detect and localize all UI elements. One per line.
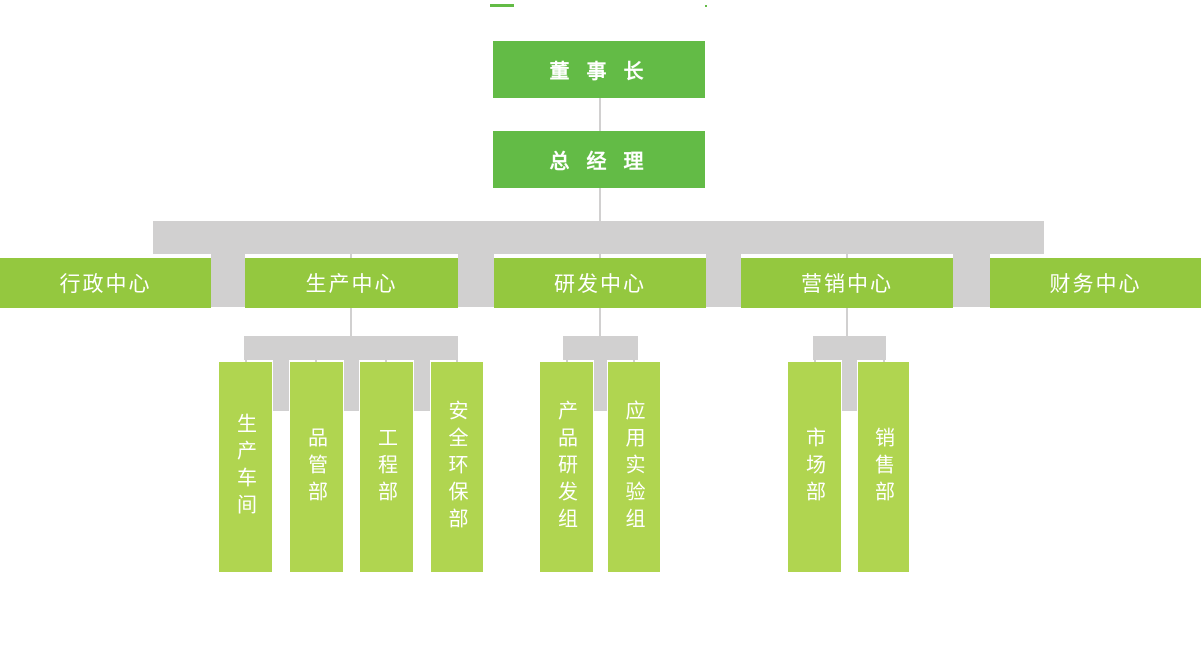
connector-gap-fill xyxy=(594,336,607,411)
rnd-center-label: 研发中心 xyxy=(554,272,646,296)
org-box-general-manager: 总 经 理 xyxy=(493,131,705,188)
org-box-finance-center: 财务中心 xyxy=(990,258,1201,308)
connector-tick xyxy=(385,360,387,363)
org-box-production-workshop: 生产车间 xyxy=(219,362,272,572)
connector-gap-fill xyxy=(953,221,990,307)
finance-center-label: 财务中心 xyxy=(1049,272,1142,296)
general-manager-label: 总 经 理 xyxy=(549,149,649,173)
org-box-market-dept: 市场部 xyxy=(788,362,841,572)
connector-gap-fill xyxy=(414,336,430,411)
connector-tick xyxy=(566,360,568,363)
production-center-label: 生产中心 xyxy=(305,272,398,296)
market-dept-label: 市场部 xyxy=(802,426,827,508)
connector-tick xyxy=(245,360,247,363)
marketing-center-label: 营销中心 xyxy=(801,272,893,296)
connector-tick xyxy=(883,360,885,363)
main-connector-bar xyxy=(153,221,1044,254)
org-box-production-center: 生产中心 xyxy=(245,258,458,308)
quality-control-dept-label: 品管部 xyxy=(304,426,329,508)
engineering-dept-label: 工程部 xyxy=(374,426,399,508)
org-box-application-lab-group: 应用实验组 xyxy=(608,362,660,572)
sales-dept-label: 销售部 xyxy=(871,426,896,508)
connector-stem-production xyxy=(350,308,352,336)
org-box-safety-environment-dept: 安全环保部 xyxy=(431,362,483,572)
connector-tick xyxy=(456,360,458,363)
connector-gap-fill xyxy=(706,221,741,307)
connector-gap-fill xyxy=(842,336,857,411)
product-rnd-group-label: 产品研发组 xyxy=(554,399,579,535)
org-box-marketing-center: 营销中心 xyxy=(741,258,953,308)
org-box-product-rnd-group: 产品研发组 xyxy=(540,362,593,572)
cropped-title-line xyxy=(490,4,514,7)
org-box-rnd-center: 研发中心 xyxy=(494,258,706,308)
org-box-sales-dept: 销售部 xyxy=(858,362,909,572)
org-box-engineering-dept: 工程部 xyxy=(360,362,413,572)
cropped-title-dot xyxy=(705,5,707,7)
connector-gm-bar xyxy=(599,188,601,221)
org-box-chairman: 董 事 长 xyxy=(493,41,705,98)
admin-center-label: 行政中心 xyxy=(59,272,152,296)
connector-gap-fill xyxy=(211,221,245,307)
connector-stem-rnd xyxy=(599,308,601,336)
org-box-quality-control-dept: 品管部 xyxy=(290,362,343,572)
chairman-label: 董 事 长 xyxy=(549,59,649,83)
connector-tick xyxy=(599,254,601,258)
connector-gap-fill xyxy=(273,336,289,411)
connector-tick xyxy=(633,360,635,363)
connector-stem-marketing xyxy=(846,308,848,336)
connector-tick xyxy=(846,254,848,258)
safety-environment-dept-label: 安全环保部 xyxy=(445,399,469,535)
connector-gap-fill xyxy=(458,221,494,307)
connector-tick xyxy=(350,254,352,258)
connector-tick xyxy=(315,360,317,363)
production-workshop-label: 生产车间 xyxy=(233,413,258,521)
connector-chairman-gm xyxy=(599,98,601,131)
application-lab-group-label: 应用实验组 xyxy=(622,399,646,535)
connector-gap-fill xyxy=(344,336,359,411)
org-box-admin-center: 行政中心 xyxy=(0,258,211,308)
connector-tick xyxy=(814,360,816,363)
